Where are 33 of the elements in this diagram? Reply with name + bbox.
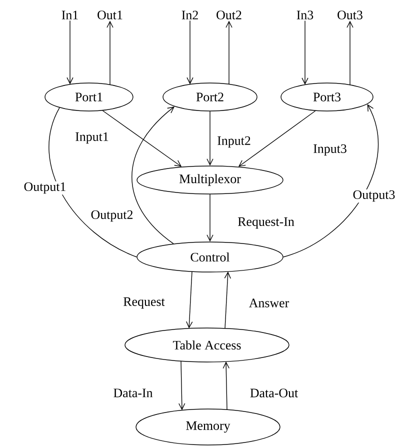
arrow — [186, 20, 194, 84]
arrow — [186, 271, 193, 328]
arrow — [224, 272, 231, 329]
arrow — [346, 20, 354, 86]
arrow — [222, 362, 230, 410]
arrow — [178, 360, 186, 410]
edge-label: Input1 — [74, 131, 110, 145]
port-label: Out3 — [338, 10, 362, 20]
edge-label: Data-In — [112, 388, 154, 398]
arrow — [302, 20, 308, 85]
arrow — [102, 110, 182, 167]
edge-label: Request-In — [236, 216, 296, 230]
arrow — [206, 111, 214, 166]
edge-label: Output1 — [22, 181, 68, 195]
port-label: In2 — [182, 10, 198, 20]
port-label: In3 — [296, 10, 314, 20]
edge-label: Input3 — [312, 143, 348, 157]
port-label: In1 — [62, 10, 78, 20]
arrow — [206, 194, 214, 242]
edge-label: Output3 — [352, 189, 396, 203]
port-label: Out2 — [216, 10, 242, 20]
arrow — [283, 104, 378, 258]
arrow — [238, 110, 316, 167]
edge-label: Output2 — [90, 209, 134, 223]
edge-label: Input2 — [216, 135, 252, 149]
port-label: Out1 — [98, 10, 122, 20]
arrow — [106, 20, 114, 86]
arrow — [132, 106, 175, 244]
edge-label: Data-Out — [248, 388, 300, 398]
edge-label: Request — [122, 296, 166, 310]
edge-label: Answer — [248, 298, 290, 308]
arrow — [66, 20, 74, 84]
arrow — [226, 20, 232, 85]
